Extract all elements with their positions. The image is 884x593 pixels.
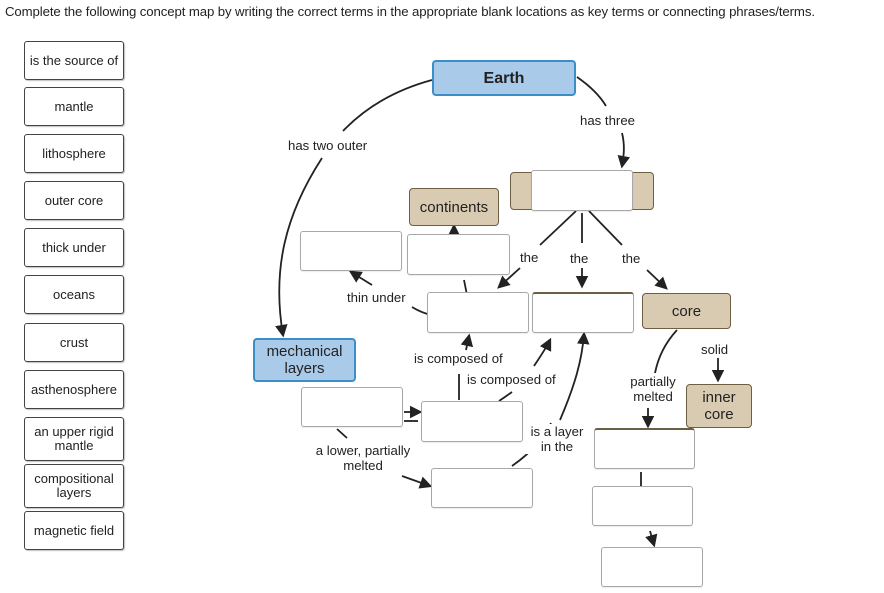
blank-drop-target[interactable] — [532, 292, 634, 333]
blank-drop-target[interactable] — [301, 387, 403, 427]
term-card[interactable]: compositional layers — [24, 464, 124, 508]
link-phrase: is composed of — [413, 351, 504, 366]
core-node: core — [642, 293, 731, 329]
link-phrase: the — [569, 251, 590, 266]
continents-node: continents — [409, 188, 499, 226]
term-card[interactable]: asthenosphere — [24, 370, 124, 409]
link-phrase: partially melted — [624, 374, 682, 404]
link-phrase: is composed of — [466, 372, 557, 387]
term-card[interactable]: thick under — [24, 228, 124, 267]
mechanical-layers-node: mechanical layers — [253, 338, 356, 382]
term-card[interactable]: crust — [24, 323, 124, 362]
term-card[interactable]: magnetic field — [24, 511, 124, 550]
blank-drop-target[interactable] — [421, 401, 523, 442]
link-phrase: solid — [700, 342, 730, 357]
term-card[interactable]: is the source of — [24, 41, 124, 80]
term-card[interactable]: oceans — [24, 275, 124, 314]
link-phrase: the — [621, 251, 642, 266]
blank-drop-target[interactable] — [601, 547, 703, 587]
term-card[interactable]: mantle — [24, 87, 124, 126]
link-phrase: is a layer in the — [525, 424, 589, 454]
blank-drop-target[interactable] — [407, 234, 510, 275]
inner-core-node: inner core — [686, 384, 752, 428]
earth-node: Earth — [432, 60, 576, 96]
link-phrase: the — [519, 250, 540, 265]
term-card[interactable]: an upper rigid mantle — [24, 417, 124, 461]
link-phrase: has three — [579, 113, 636, 128]
blank-drop-target[interactable] — [300, 231, 402, 271]
instructions: Complete the following concept map by wr… — [5, 4, 815, 19]
blank-drop-target[interactable] — [594, 428, 695, 469]
term-card[interactable]: lithosphere — [24, 134, 124, 173]
link-phrase: has two outer — [287, 138, 369, 153]
blank-drop-target[interactable] — [592, 486, 693, 526]
blank-drop-target[interactable] — [531, 170, 633, 211]
link-phrase: a lower, partially melted — [311, 443, 415, 473]
blank-drop-target[interactable] — [427, 292, 529, 333]
term-card[interactable]: outer core — [24, 181, 124, 220]
link-phrase: thin under — [346, 290, 407, 305]
blank-drop-target[interactable] — [431, 468, 533, 508]
